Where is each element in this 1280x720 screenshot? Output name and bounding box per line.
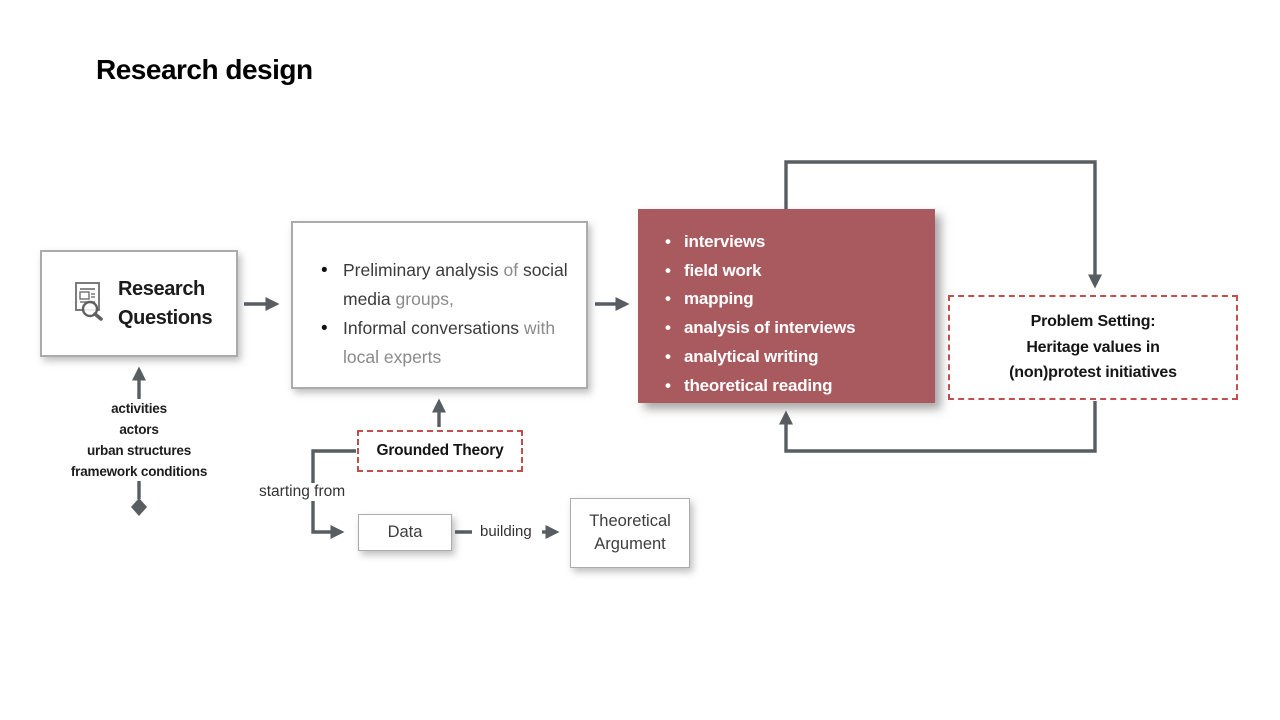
problem-setting-box: Problem Setting: Heritage values in (non…: [948, 295, 1238, 400]
document-magnifier-icon: [70, 281, 106, 326]
arrow-problem-to-methods-bottom-loop: [779, 401, 1097, 453]
problem-setting-label: Problem Setting: Heritage values in (non…: [1009, 313, 1177, 382]
building-label: building: [478, 523, 534, 540]
bullet-segment: social media: [343, 260, 568, 309]
bullet-item: Preliminary analysis of social media gro…: [321, 256, 572, 314]
grounded-theory-label: Grounded Theory: [376, 442, 504, 459]
research-questions-box: Research Questions: [40, 250, 238, 357]
diamond-terminator: [131, 498, 147, 516]
method-item: theoretical reading: [665, 372, 925, 401]
preliminary-analysis-box: Preliminary analysis of social media gro…: [291, 221, 588, 389]
research-questions-label: Research Questions: [118, 277, 213, 329]
preliminary-bullet-list: Preliminary analysis of social media gro…: [293, 223, 586, 372]
data-box: Data: [358, 514, 452, 551]
bullet-segment: Preliminary analysis: [343, 260, 499, 280]
method-item: analysis of interviews: [665, 314, 925, 343]
method-item: interviews: [665, 228, 925, 257]
theoretical-argument-label: Theoretical Argument: [589, 512, 671, 553]
data-label: Data: [387, 523, 423, 541]
context-line: activities: [111, 401, 167, 416]
slide-title: Research design: [96, 54, 313, 85]
context-word-list: activities actors urban structures framewor…: [19, 398, 259, 482]
context-line: framework conditions: [70, 464, 208, 479]
bullet-segment: of: [498, 260, 523, 280]
bullet-item: Informal conversations with local expert…: [321, 314, 572, 372]
grounded-theory-box: Grounded Theory: [357, 430, 523, 472]
method-item: field work: [665, 257, 925, 286]
method-item: mapping: [665, 285, 925, 314]
method-item: analytical writing: [665, 343, 925, 372]
arrow-methods-to-problem-top-loop: [784, 160, 1102, 289]
methods-list: interviewsfield workmappinganalysis of i…: [638, 209, 935, 400]
bullet-segment: with local experts: [343, 318, 556, 367]
bullet-segment: Informal conversations: [343, 318, 520, 338]
starting-from-label: starting from: [257, 483, 348, 501]
theoretical-argument-box: Theoretical Argument: [570, 498, 690, 568]
context-line: urban structures: [86, 443, 192, 458]
methods-box: interviewsfield workmappinganalysis of i…: [638, 209, 935, 403]
bullet-segment: groups,: [390, 289, 454, 309]
context-line: actors: [119, 422, 159, 437]
